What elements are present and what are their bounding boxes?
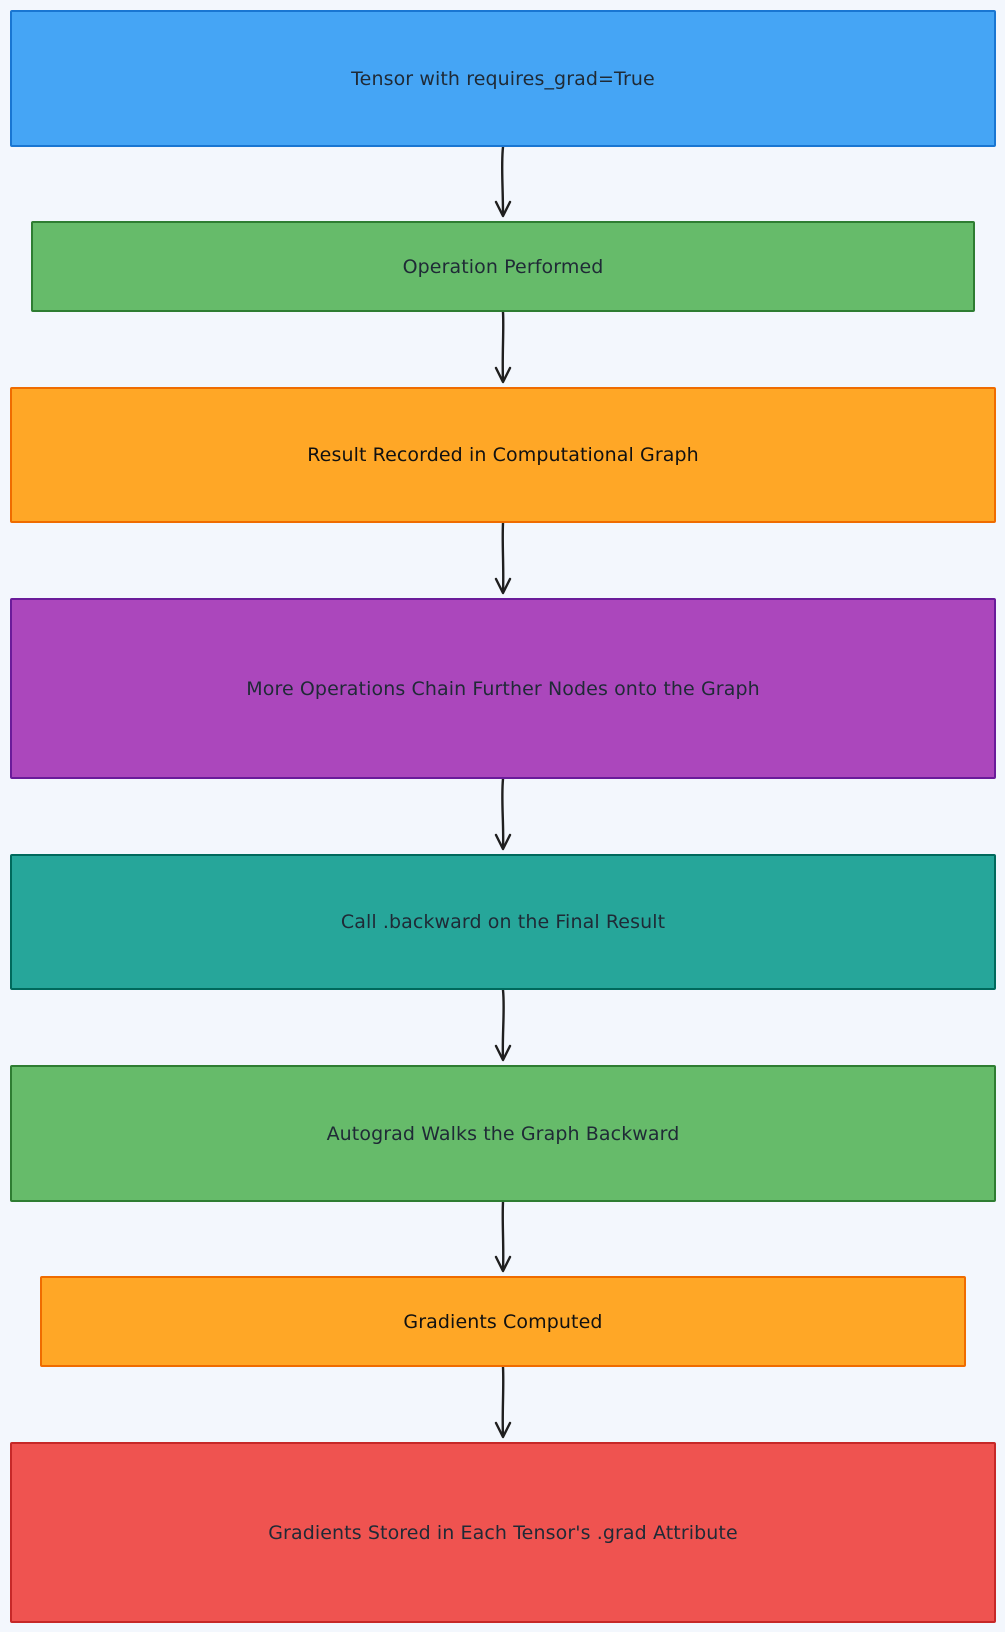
arrowhead-icon <box>494 833 512 851</box>
edge-5-6 <box>494 1200 512 1273</box>
arrowhead-icon <box>494 1421 512 1439</box>
node-operation-performed: Operation Performed <box>31 221 975 312</box>
edge-3-4 <box>494 777 512 851</box>
node-gradients-stored: Gradients Stored in Each Tensor's .grad … <box>10 1442 996 1623</box>
node-result-recorded: Result Recorded in Computational Graph <box>10 387 996 523</box>
edge-2-3 <box>494 521 512 595</box>
arrowhead-icon <box>494 1044 512 1062</box>
node-label: Operation Performed <box>402 255 604 278</box>
node-autograd-walks: Autograd Walks the Graph Backward <box>10 1065 996 1202</box>
edge-4-5 <box>494 988 512 1062</box>
edge-0-1 <box>494 145 512 218</box>
node-label: Gradients Stored in Each Tensor's .grad … <box>268 1521 738 1544</box>
node-more-operations: More Operations Chain Further Nodes onto… <box>10 598 996 779</box>
edge-1-2 <box>494 310 512 384</box>
arrowhead-icon <box>494 366 512 384</box>
arrowhead-icon <box>494 200 512 218</box>
node-label: Call .backward on the Final Result <box>340 911 666 933</box>
node-label: Gradients Computed <box>403 1310 603 1333</box>
node-tensor-requires-grad: Tensor with requires_grad=True <box>10 10 996 147</box>
node-label: Autograd Walks the Graph Backward <box>326 1122 680 1145</box>
edge-6-7 <box>494 1365 512 1439</box>
node-label: More Operations Chain Further Nodes onto… <box>246 677 760 700</box>
node-gradients-computed: Gradients Computed <box>40 1276 966 1367</box>
arrowhead-icon <box>494 1255 512 1273</box>
node-label: Tensor with requires_grad=True <box>351 67 655 90</box>
node-call-backward: Call .backward on the Final Result <box>10 854 996 990</box>
arrowhead-icon <box>494 577 512 595</box>
node-label: Result Recorded in Computational Graph <box>307 444 699 466</box>
